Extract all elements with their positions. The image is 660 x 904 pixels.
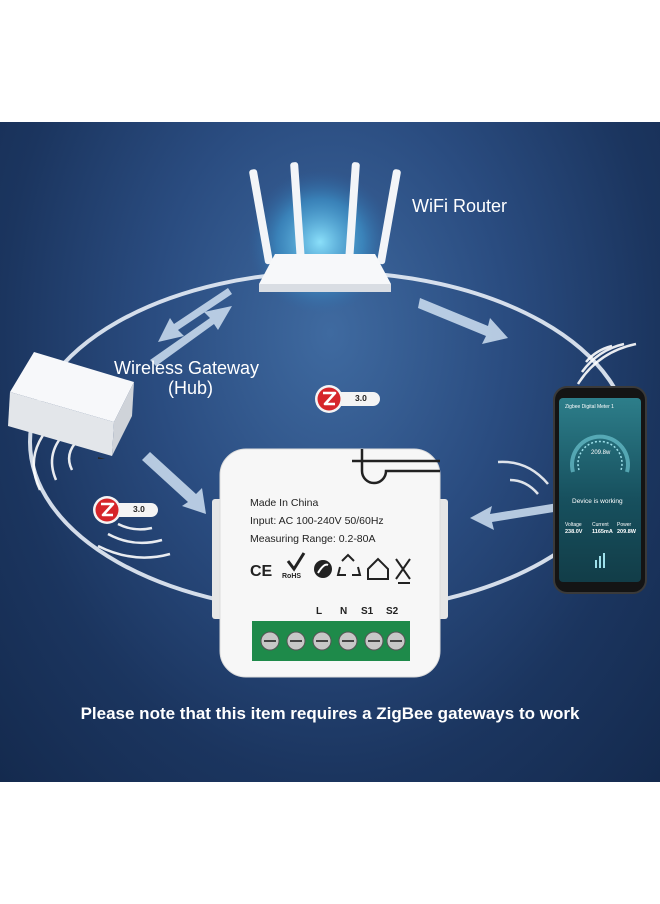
stat-label: Current — [592, 522, 609, 528]
zigbee-badge-top: 3.0 — [314, 384, 384, 414]
stat-value: 238.0V — [565, 529, 583, 535]
wave-device-left — [97, 522, 171, 559]
network-diagram: WiFi Router Wireless Gateway (Hub) 3.0 3… — [0, 122, 660, 782]
stat-value: 209.8W — [617, 529, 636, 535]
device-status: Device is working — [572, 498, 623, 505]
arrow-to-router — [150, 306, 232, 366]
gateway-label-line1: Wireless Gateway — [114, 358, 260, 378]
input-spec: Input: AC 100-240V 50/60Hz — [250, 515, 384, 527]
phone-app-title: Zigbee Digital Meter 1 — [565, 404, 614, 410]
gauge-value: 209.8w — [591, 450, 611, 456]
zigbee-version-text: 3.0 — [133, 504, 145, 514]
smart-switch-module: Made In China Input: AC 100-240V 50/60Hz… — [212, 445, 448, 683]
terminal-label-l: L — [316, 606, 323, 617]
wave-device-right — [497, 460, 549, 495]
zigbee-badge-left: 3.0 — [92, 495, 162, 525]
stat-value: 1165mA — [592, 529, 613, 535]
gauge-graphic — [570, 434, 630, 473]
ce-mark: CE — [250, 563, 273, 580]
arrow-to-device-left — [142, 452, 206, 514]
gateway-label-line2: (Hub) — [168, 378, 214, 398]
zigbee-version-text: 3.0 — [355, 393, 367, 403]
gateway-hub-icon — [8, 352, 134, 459]
smartphone: Zigbee Digital Meter 1 209.8w Device is … — [555, 388, 645, 592]
terminal-label-s1: S1 — [361, 606, 374, 617]
bar-chart-icon — [595, 553, 605, 568]
arrow-from-router — [158, 288, 232, 342]
wifi-router-icon — [249, 162, 401, 292]
stat-label: Voltage — [565, 522, 582, 528]
arrow-to-device-right — [470, 503, 560, 530]
phone-screen: Zigbee Digital Meter 1 209.8w Device is … — [559, 398, 641, 582]
rohs-mark: RoHS — [282, 573, 302, 580]
wave-phone — [576, 342, 637, 385]
terminal-label-s2: S2 — [386, 606, 399, 617]
measuring-range: Measuring Range: 0.2-80A — [250, 533, 376, 545]
arrow-to-phone — [418, 298, 508, 344]
terminal-label-n: N — [340, 606, 348, 617]
made-in-text: Made In China — [250, 497, 319, 509]
stat-label: Power — [617, 522, 632, 528]
zigbee-gateway-note: Please note that this item requires a Zi… — [80, 704, 580, 723]
phone-stats: Voltage 238.0V Current 1165mA Power 209.… — [563, 522, 639, 542]
router-label: WiFi Router — [412, 196, 508, 216]
